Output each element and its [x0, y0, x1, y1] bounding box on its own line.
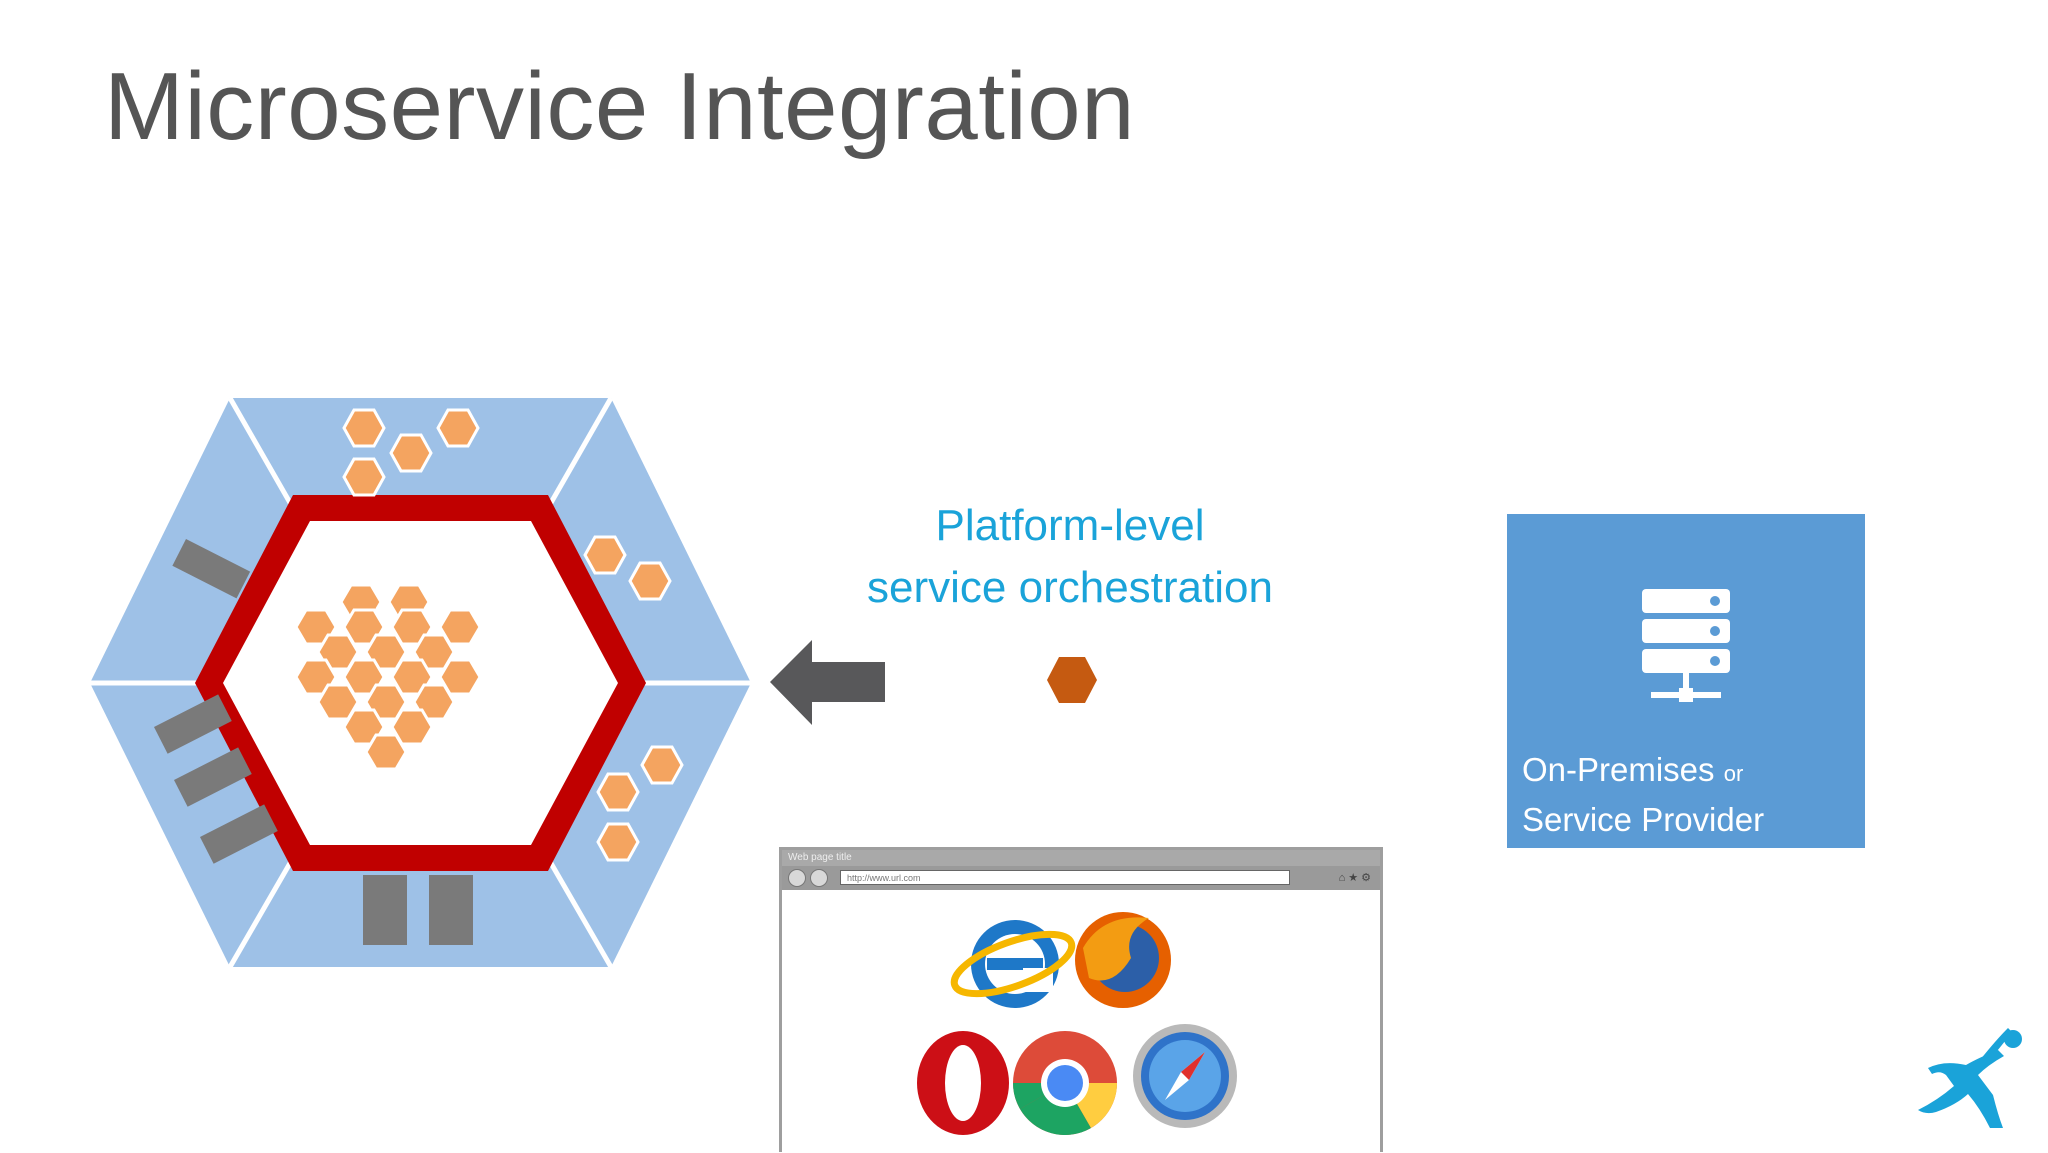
safari-icon — [1133, 1024, 1237, 1128]
browser-toolbar: http://www.url.com ⌂★⚙ — [782, 866, 1380, 890]
toolbar-icons[interactable]: ⌂★⚙ — [1338, 872, 1374, 884]
forward-icon[interactable] — [810, 869, 828, 887]
slide-title: Microservice Integration — [104, 53, 1136, 160]
provider-line-1: On-Premises — [1522, 751, 1715, 788]
back-icon[interactable] — [788, 869, 806, 887]
orchestration-line-1: Platform-level — [935, 501, 1205, 550]
provider-tile: On-Premises or Service Provider — [1507, 514, 1865, 848]
runner-logo-icon — [1918, 1028, 2022, 1128]
provider-line-2: Service Provider — [1522, 801, 1765, 838]
server-icon — [1642, 589, 1730, 702]
provider-or: or — [1723, 761, 1744, 786]
core-microservices-cluster — [294, 583, 482, 771]
connector-bars — [154, 539, 473, 945]
orchestration-line-2: service orchestration — [867, 563, 1273, 612]
internet-explorer-icon — [950, 920, 1076, 1008]
provider-label: On-Premises or Service Provider — [1522, 747, 1764, 843]
firefox-icon — [1075, 912, 1171, 1008]
chrome-icon — [1013, 1031, 1117, 1135]
service-hexagon-icon — [1047, 657, 1097, 703]
edge-microservices — [342, 408, 684, 862]
microservice-hexagon-diagram — [90, 396, 751, 969]
left-arrow-icon — [770, 640, 885, 725]
browser-logos — [917, 912, 1237, 1135]
opera-icon — [917, 1031, 1009, 1135]
browser-title-bar: Web page title — [782, 850, 1380, 866]
browser-window: Web page title http://www.url.com ⌂★⚙ — [779, 847, 1383, 1152]
orchestration-label: Platform-level service orchestration — [800, 495, 1340, 619]
url-bar[interactable]: http://www.url.com — [840, 870, 1290, 885]
